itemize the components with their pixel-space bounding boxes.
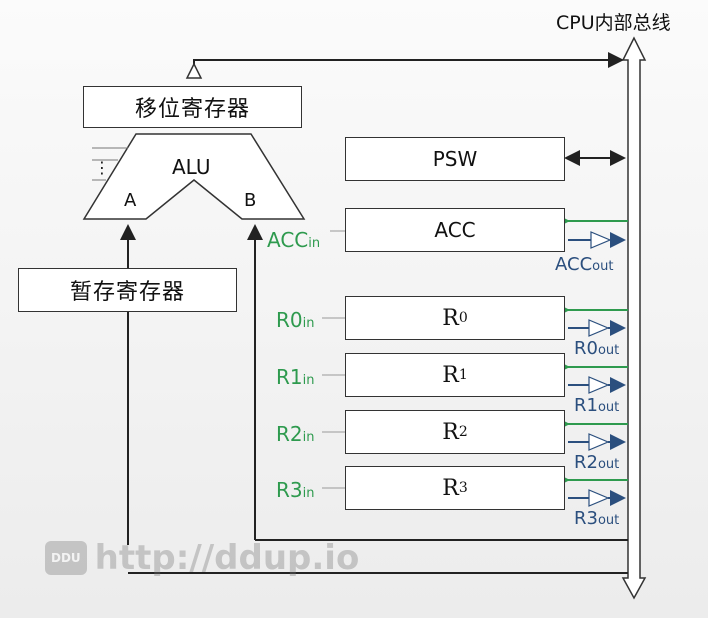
r1-out-signal: R1out <box>574 395 620 416</box>
r3-out-signal: R3out <box>574 508 620 529</box>
r2-buffer <box>588 433 610 451</box>
acc-out-signal: ACCout <box>555 254 614 275</box>
r3-buffer <box>588 489 610 507</box>
alu-input-b: B <box>244 190 257 211</box>
r0-out-signal: R0out <box>574 338 620 359</box>
watermark: DDU http://ddup.io <box>45 538 359 578</box>
register-connections <box>322 302 628 507</box>
r1-buffer <box>588 376 610 394</box>
watermark-logo: DDU <box>45 541 87 575</box>
r3-in-signal: R3in <box>276 478 315 502</box>
alu-side-lines <box>92 147 128 181</box>
bus-label: CPU内部总线 <box>556 12 671 34</box>
temp-register: 暂存寄存器 <box>18 268 237 312</box>
r2-in-signal: R2in <box>276 422 315 446</box>
alu-input-a: A <box>124 190 137 211</box>
watermark-url: http://ddup.io <box>94 538 360 578</box>
alu-shape <box>82 133 306 220</box>
acc-connections <box>330 213 628 249</box>
alu-label: ALU <box>172 155 211 179</box>
r0-buffer <box>588 319 610 337</box>
r2-out-signal: R2out <box>574 452 620 473</box>
acc-in-signal: ACCin <box>267 228 321 252</box>
shift-register: 移位寄存器 <box>83 86 302 128</box>
r0-in-signal: R0in <box>276 308 315 332</box>
alu-dots: ⋮ <box>94 158 110 177</box>
psw-register: PSW <box>345 137 565 181</box>
shift-to-bus-wire <box>193 52 624 70</box>
acc-register: ACC <box>345 208 565 252</box>
internal-bus <box>621 36 647 600</box>
shift-output-gate <box>185 62 203 79</box>
r1-in-signal: R1in <box>276 365 315 389</box>
